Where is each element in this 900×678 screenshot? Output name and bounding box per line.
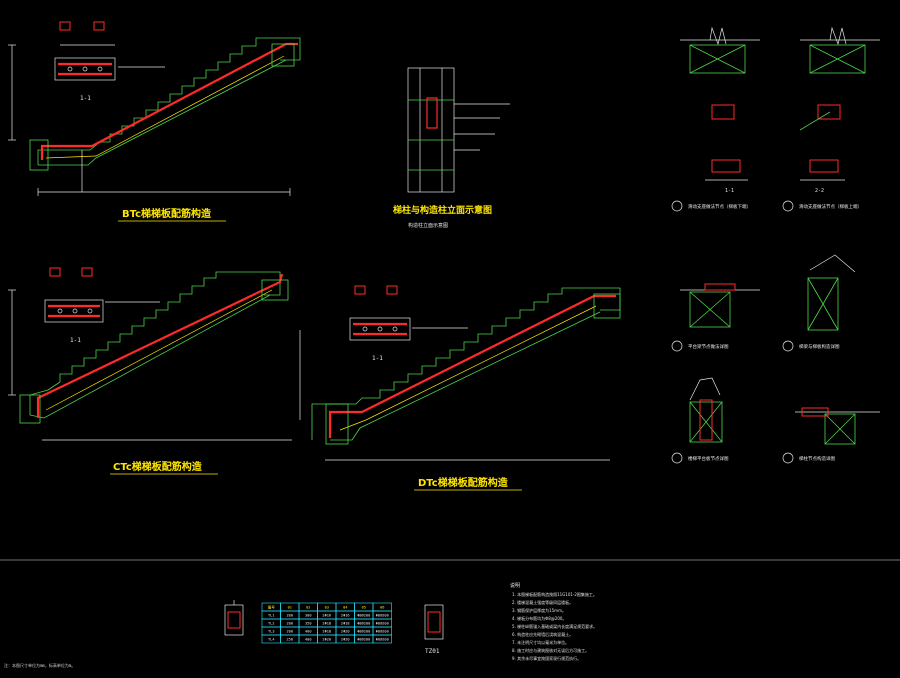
table-header-cell: 编号	[268, 605, 276, 610]
note-item: 9. 其余未尽事宜按国家现行规范执行。	[512, 655, 581, 661]
column-joint-detail	[782, 407, 880, 464]
table-cell: 200	[287, 630, 294, 634]
btc-section-detail	[54, 21, 165, 81]
notes-list: 1. 本图梯板配筋构造按照11G101-2图集施工。 2. 楼梯混凝土强度等级同层…	[512, 591, 597, 661]
table-cell: 2Φ20	[341, 638, 350, 642]
table-cell: 200	[287, 614, 294, 618]
table-cell: Φ8@200	[376, 630, 389, 634]
table-header-cell: 06	[380, 606, 384, 610]
detail-label-1: 滑动支座做法节点（梯板下端）	[688, 203, 751, 210]
column-section-sketch	[424, 604, 444, 640]
note-item: 3. 钢筋保护层厚度为15mm。	[512, 607, 566, 613]
table-cell: Φ8@200	[376, 622, 389, 626]
table-cell: 2Φ18	[341, 622, 350, 626]
table-cell: Φ8@200	[357, 614, 370, 618]
table-cell: TL2	[268, 622, 275, 626]
table-cell: Φ8@200	[357, 622, 370, 626]
table-cell: TL1	[268, 614, 275, 618]
detail-label-6: 梯柱节点构造详图	[799, 455, 835, 462]
note-item: 8. 施工时应与建筑图核对无误后方可施工。	[512, 647, 589, 653]
detail-label-3: 平台梁节点做法详图	[688, 343, 729, 350]
table-cell: Φ8@200	[357, 630, 370, 634]
stair-ctc-diagram	[8, 271, 292, 441]
table-cell: 2Φ16	[341, 614, 350, 618]
table-cell: 250	[287, 638, 294, 642]
table-cell: TL3	[268, 630, 275, 634]
table-header-cell: 04	[343, 606, 347, 610]
table-cell: 400	[305, 638, 312, 642]
table-cell: 2Φ20	[341, 630, 350, 634]
table-header-cell: 05	[362, 606, 366, 610]
table-cell: 200	[287, 622, 294, 626]
column-title: 梯柱与构造柱立面示意图	[393, 204, 492, 216]
note-item: 4. 梯板分布筋均为Φ8@200。	[512, 615, 566, 621]
notes-title: 说明	[510, 582, 520, 589]
beam-section-sketch	[224, 600, 244, 636]
top-right-section-1: 1-1	[725, 188, 734, 194]
table-header-cell: 01	[288, 606, 292, 610]
column-note: 构造柱立面示意图	[408, 222, 448, 229]
ctc-section-label: 1-1	[70, 337, 81, 344]
table-cell: 300	[305, 614, 312, 618]
detail-label-5: 楼梯平台板节点详图	[688, 455, 729, 462]
btc-title: BTc梯梯板配筋构造	[122, 207, 212, 220]
beam-slab-detail	[782, 254, 856, 352]
table-cell: 400	[305, 630, 312, 634]
dtc-section-detail	[349, 285, 468, 341]
note-item: 6. 构造柱应先砌墙后浇筑混凝土。	[512, 631, 573, 637]
column-elevation-diagram	[407, 67, 510, 193]
table-header-cell: 02	[306, 606, 310, 610]
sliding-support-detail-lower	[671, 26, 760, 212]
table-cell: Φ8@200	[357, 638, 370, 642]
detail-label-4: 梯梁与梯板构造详图	[799, 343, 840, 350]
dtc-section-label: 1-1	[372, 355, 383, 362]
table-cell: Φ8@200	[376, 614, 389, 618]
table-cell-border	[372, 634, 392, 644]
stair-dtc-diagram	[299, 287, 621, 461]
table-header-cell: 03	[325, 606, 329, 610]
table-cell: 2Φ16	[322, 614, 331, 618]
table-tag: TZ01	[425, 648, 440, 655]
platform-beam-detail	[671, 283, 760, 352]
bottom-note: 注：本图尺寸单位为mm，标高单位为m。	[4, 662, 75, 668]
stair-btc-diagram	[8, 37, 301, 196]
dtc-title: DTc梯梯板配筋构造	[418, 476, 509, 489]
table-cell: 350	[305, 622, 312, 626]
btc-section-label: 1-1	[80, 95, 91, 102]
detail-label-2: 滑动支座做法节点（梯板上端）	[799, 203, 862, 210]
note-item: 5. 梯柱纵筋锚入基础或梁内长度满足规范要求。	[512, 623, 597, 629]
ctc-title: CTc梯梯板配筋构造	[113, 460, 203, 473]
table-cell: Φ8@200	[376, 638, 389, 642]
table-cell: TL4	[268, 638, 275, 642]
table-cell: 2Φ18	[322, 630, 331, 634]
sliding-support-detail-upper	[782, 26, 880, 212]
table-cell: 2Φ18	[322, 622, 331, 626]
platform-slab-detail	[671, 377, 723, 464]
table-cell: 2Φ20	[322, 638, 331, 642]
note-item: 1. 本图梯板配筋构造按照11G101-2图集施工。	[512, 591, 597, 597]
note-item: 2. 楼梯混凝土强度等级同层楼板。	[512, 599, 573, 605]
ctc-section-detail	[44, 267, 160, 323]
top-right-section-2: 2-2	[815, 188, 824, 194]
note-item: 7. 未注明尺寸均以毫米为单位。	[512, 639, 569, 645]
